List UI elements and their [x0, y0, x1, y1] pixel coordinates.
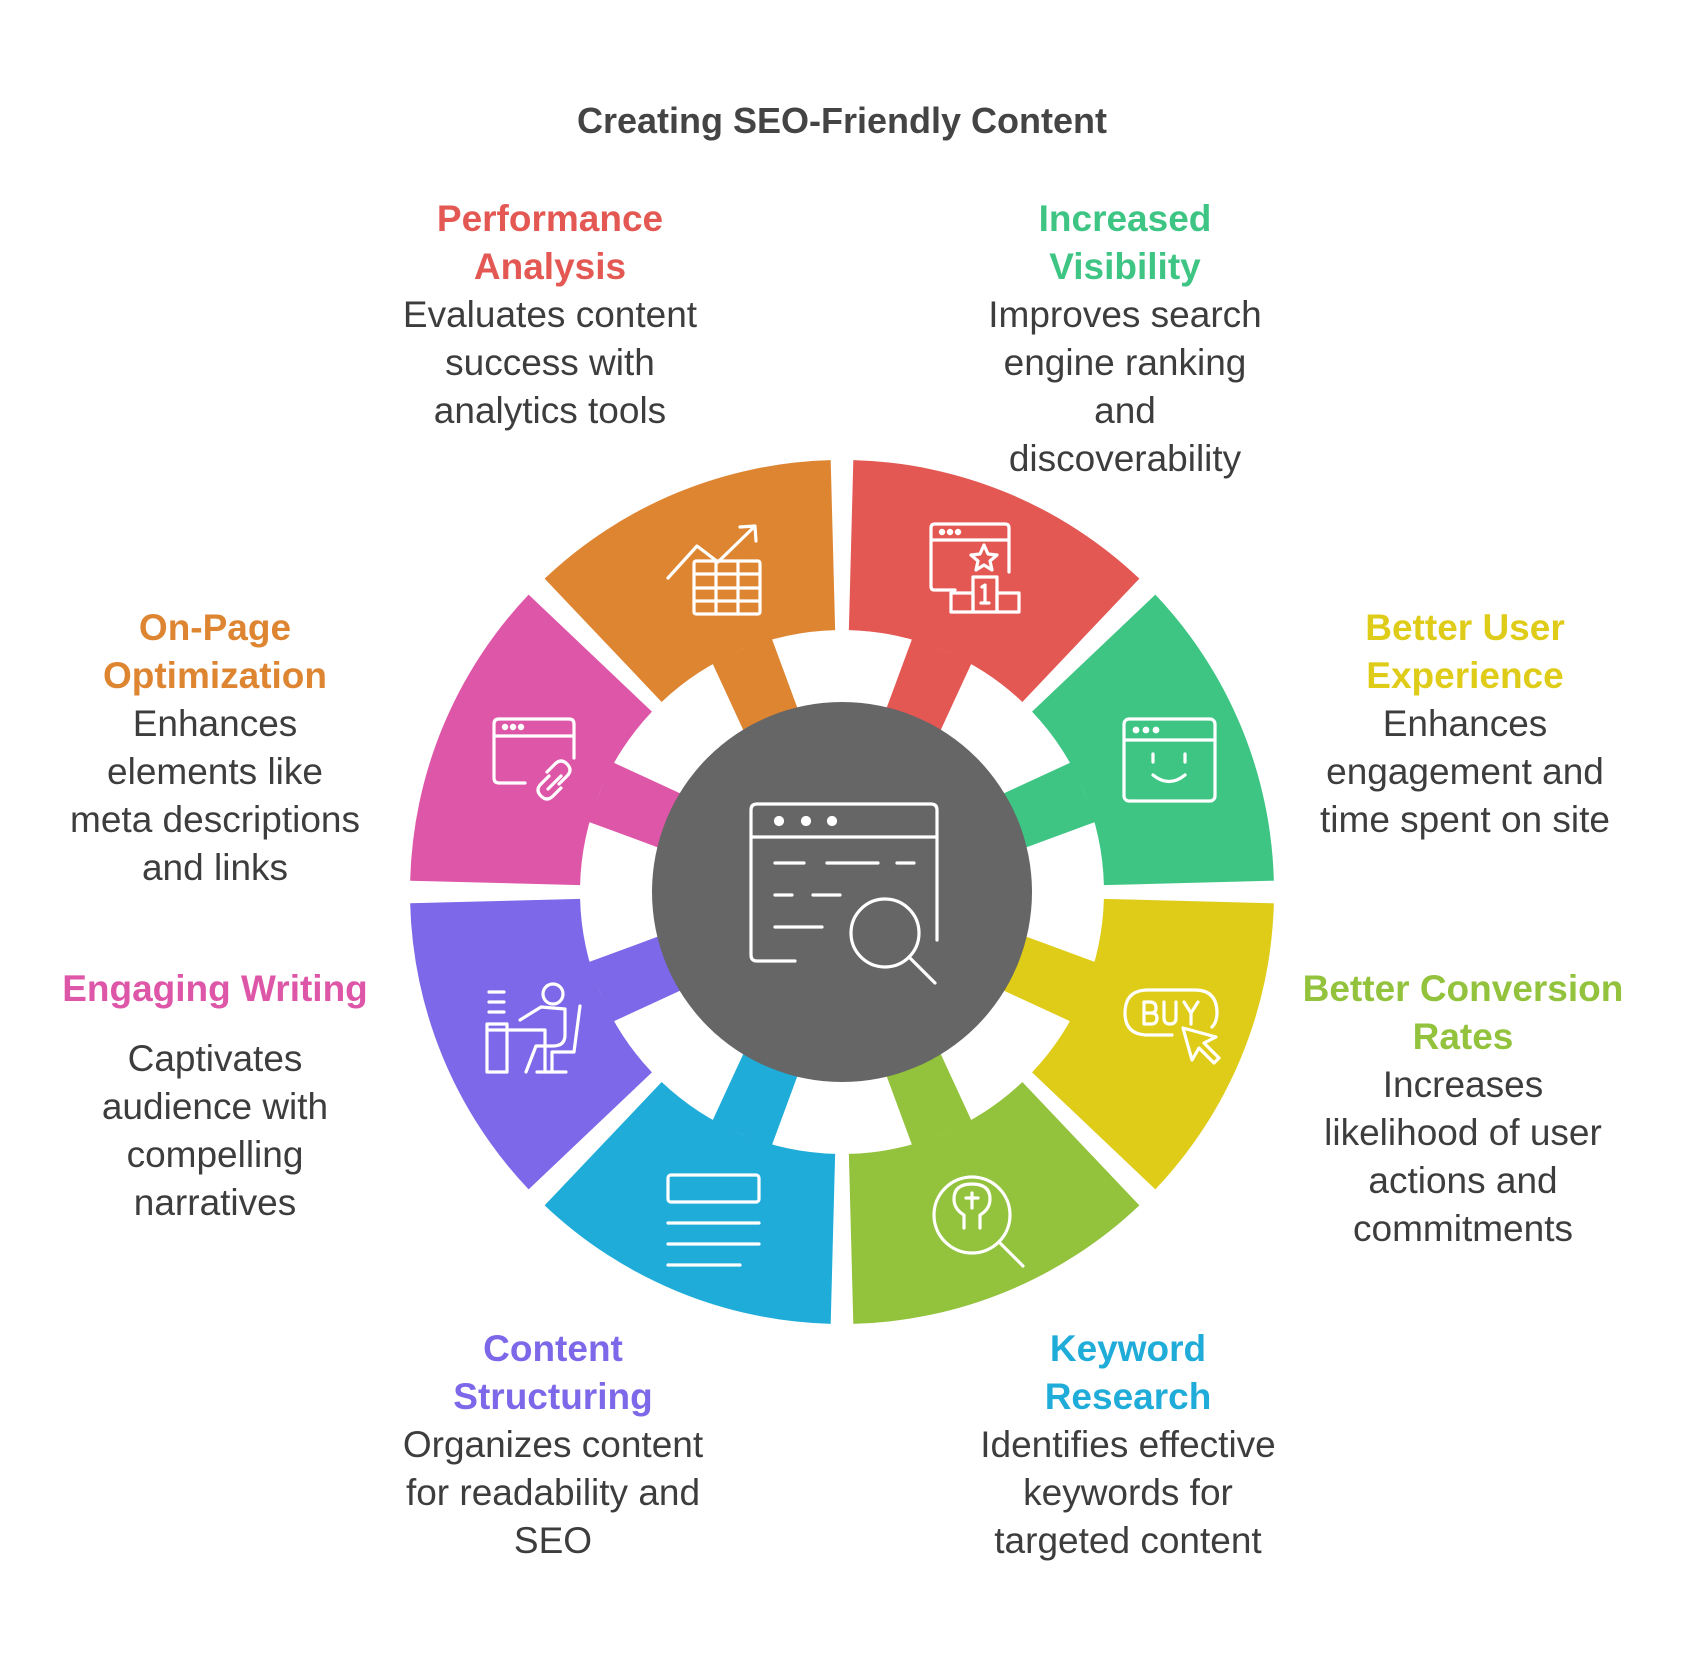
text-layout-icon [666, 1173, 761, 1267]
browser-smile-icon [1122, 717, 1217, 803]
connector-visibility [1000, 762, 1097, 849]
connector-structuring [587, 935, 684, 1022]
browser-podium-icon [929, 522, 1021, 614]
segments-layer [410, 460, 1274, 1324]
heading-writing: Engaging Writing [62, 968, 368, 1009]
browser-link-icon [492, 717, 576, 801]
chart-table-icon [666, 524, 762, 616]
spacer [35, 1013, 395, 1035]
connector-keyword [712, 1050, 799, 1147]
center-hub [652, 702, 1032, 1082]
icons-layer [485, 522, 1221, 1268]
connector-performance [885, 637, 972, 734]
magnifier-idea-icon [932, 1175, 1025, 1268]
browser-search-icon [749, 802, 939, 985]
page-title: Creating SEO-Friendly Content [576, 100, 1108, 141]
buy-click-icon [1123, 988, 1221, 1065]
person-desk-icon [485, 982, 582, 1074]
connector-onpage [712, 637, 799, 734]
connector-conversion [885, 1050, 972, 1147]
connector-writing [587, 762, 684, 849]
connector-ux [1000, 935, 1097, 1022]
